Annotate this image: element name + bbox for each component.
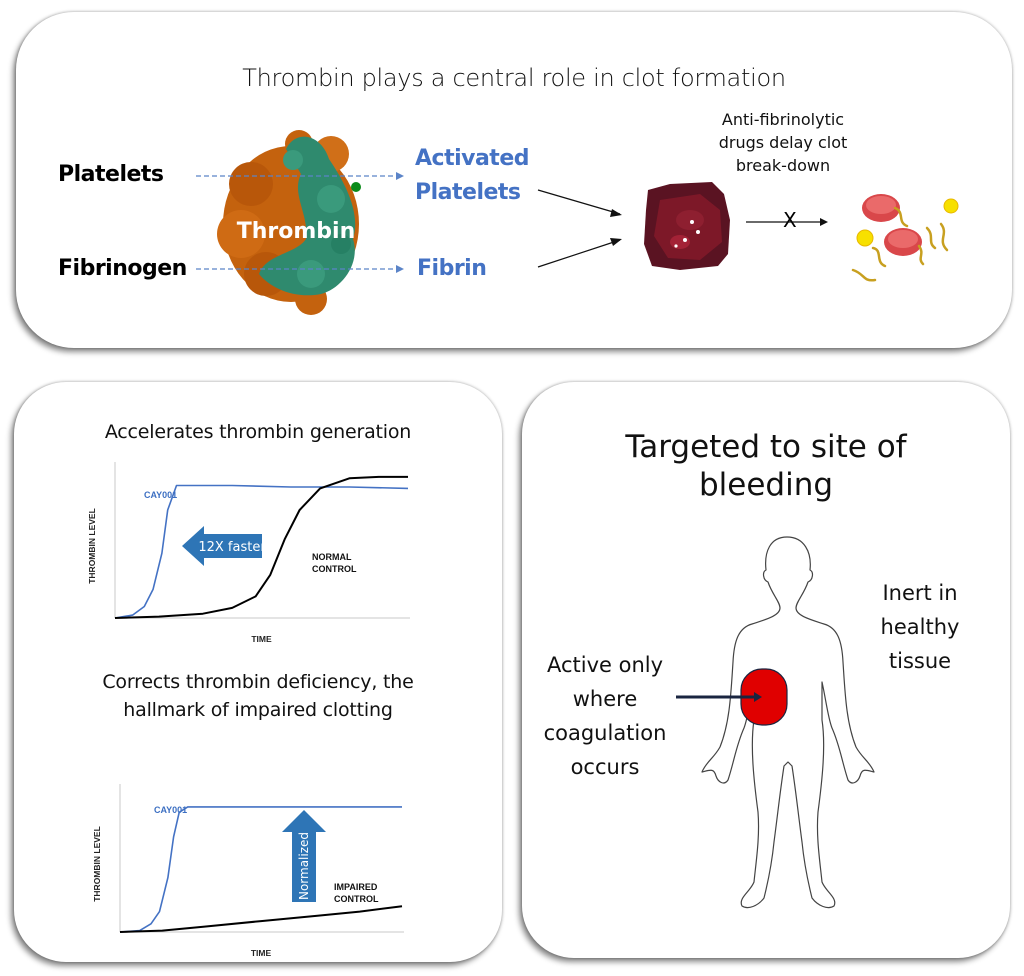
fibrinogen-label: Fibrinogen: [58, 256, 187, 281]
normalized-arrow-label: Normalized: [297, 832, 311, 900]
platelets-label: Platelets: [58, 162, 164, 187]
faster-arrow-icon: [182, 526, 262, 566]
right-panel-title: Targeted to site of bleeding: [625, 429, 907, 503]
fibrin-label: Fibrin: [417, 256, 487, 281]
target-site: [676, 668, 788, 726]
series-label-control-line: CONTROL: [334, 894, 379, 904]
faster-arrow-label: 12X faster: [198, 540, 266, 555]
y-axis-label: THROMBIN LEVEL: [87, 508, 97, 584]
clot-breakdown-icon: [851, 194, 959, 282]
inert-note: Inert in healthy tissue: [880, 581, 960, 673]
conversion-arrows: [196, 172, 404, 273]
thrombin-role-panel: Thrombin plays a central role in clot fo…: [16, 12, 1012, 348]
series-line-normal-control: [114, 475, 408, 619]
series-label-cay001: CAY001: [144, 490, 177, 500]
blocked-breakdown-arrow: [746, 218, 828, 226]
human-body-outline-icon: [701, 536, 875, 909]
y-axis-label: THROMBIN LEVEL: [92, 826, 102, 902]
chart2-title: Corrects thrombin deficiency, the hallma…: [102, 671, 414, 721]
series-line-impaired-control: [119, 905, 403, 933]
normalized-arrow-icon: [282, 810, 326, 902]
active-site-dot: [351, 182, 361, 192]
series-line-cay001: [114, 484, 409, 619]
x-axis-label: TIME: [251, 948, 272, 958]
thrombin-label: Thrombin: [237, 219, 356, 244]
blocked-x-mark: X: [783, 208, 797, 232]
series-label-cay001: CAY001: [154, 805, 187, 815]
blood-clot-icon: [644, 182, 730, 270]
panel-title: Thrombin plays a central role in clot fo…: [242, 64, 786, 92]
anti-fibrinolytic-note: Anti-fibrinolytic drugs delay clot break…: [718, 110, 848, 175]
targeted-site-panel: Targeted to site of bleeding Inert in he…: [522, 382, 1010, 958]
thrombin-teal-surface: [259, 136, 356, 296]
activated-platelets-label: Activated Platelets: [415, 146, 530, 205]
chart1-title: Accelerates thrombin generation: [104, 421, 412, 443]
x-axis-label: TIME: [251, 634, 272, 644]
series-label-control-line: NORMAL: [312, 552, 352, 562]
active-note: Active only where coagulation occurs: [543, 653, 667, 779]
series-label-control-line: CONTROL: [312, 564, 357, 574]
series-label-control-line: IMPAIRED: [334, 882, 378, 892]
thrombin-molecule-icon: Thrombin: [217, 130, 361, 315]
series-line-cay001: [119, 806, 402, 933]
to-clot-arrows: [537, 189, 622, 268]
thrombin-generation-panel: Accelerates thrombin generation TIME THRO…: [14, 382, 502, 962]
